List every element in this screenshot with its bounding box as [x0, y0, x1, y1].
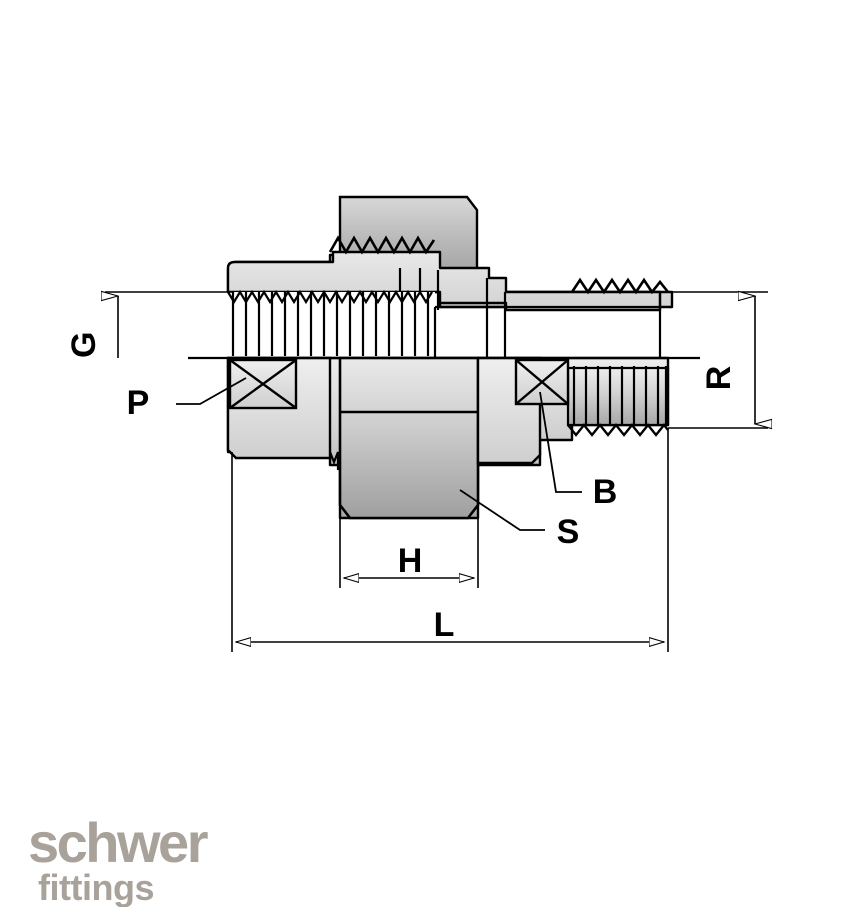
hex-nut-main — [338, 356, 480, 520]
callout-label-B: B — [593, 473, 618, 511]
right-seal-ring — [514, 358, 570, 406]
left-thread-crest — [227, 289, 433, 305]
right-lower-thread-zigzag — [567, 423, 669, 437]
left-thread-bore — [230, 292, 435, 358]
upper-bore-lines — [398, 268, 662, 358]
P-leader-line — [176, 377, 247, 405]
B-leader-line — [539, 391, 582, 493]
left-seal-ring-cross — [229, 359, 297, 409]
callout-label-P: P — [127, 384, 150, 422]
dimension-L: L — [231, 428, 669, 652]
dimension-label-R: R — [700, 366, 738, 391]
left-seal-ring — [228, 358, 298, 410]
dimension-label-L: L — [434, 606, 455, 644]
callout-B: B — [539, 391, 618, 511]
dimension-label-G: G — [65, 332, 103, 358]
hex-nut-body — [338, 356, 480, 520]
callout-S: S — [459, 489, 580, 551]
S-leader-line — [459, 489, 545, 531]
dimension-label-H: H — [398, 542, 423, 580]
schwer-fittings-logo: schwer fittings — [28, 811, 210, 907]
upper-shell-profile — [226, 250, 662, 312]
left-thread-section — [227, 289, 435, 358]
dimension-H: H — [339, 518, 479, 588]
callout-P: P — [127, 377, 247, 422]
logo-subtitle: fittings — [38, 867, 154, 907]
fitting-assembly — [188, 195, 700, 520]
top-thread-zigzag — [328, 235, 436, 255]
right-thread-lines — [572, 366, 668, 424]
right-male-thread-body — [566, 366, 670, 427]
dimension-R: R — [668, 292, 768, 428]
dimension-G: G — [65, 292, 232, 358]
left-collar-notch — [328, 451, 340, 470]
callout-label-S: S — [557, 513, 580, 551]
right-seal-ring-cross — [515, 359, 569, 405]
logo-wordmark: schwer — [28, 811, 208, 874]
upper-shell — [226, 250, 662, 312]
right-upper-thread-zigzag — [570, 277, 670, 295]
